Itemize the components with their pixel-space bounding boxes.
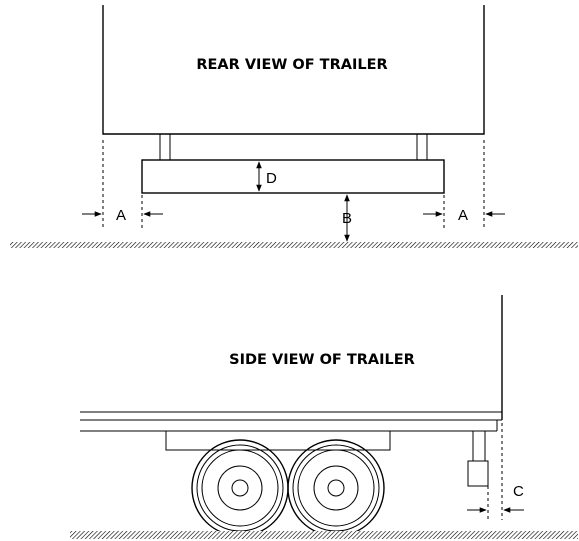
side-ground [70,531,578,539]
rear-view: REAR VIEW OF TRAILER D B A [10,5,578,248]
side-view-title: SIDE VIEW OF TRAILER [229,352,415,368]
wheel-front [191,439,289,537]
suspension-block [165,430,391,451]
dim-d-label: D [266,170,277,187]
bumper-supports [159,133,428,161]
underride-bumper [141,159,445,194]
side-view: SIDE VIEW OF TRAILER [70,295,578,539]
extension-lines [102,140,485,228]
rear-ground [10,242,578,248]
rear-trailer-body [102,5,485,135]
wheel-rear [287,439,385,537]
dim-b-label: B [342,210,352,227]
dim-a-left-label: A [116,207,126,224]
dim-c-extension-lines [487,423,503,520]
side-underride-guard [467,430,489,487]
rear-view-title: REAR VIEW OF TRAILER [196,57,387,73]
dim-a-right-label: A [458,207,468,224]
dim-c-label: C [513,483,524,500]
